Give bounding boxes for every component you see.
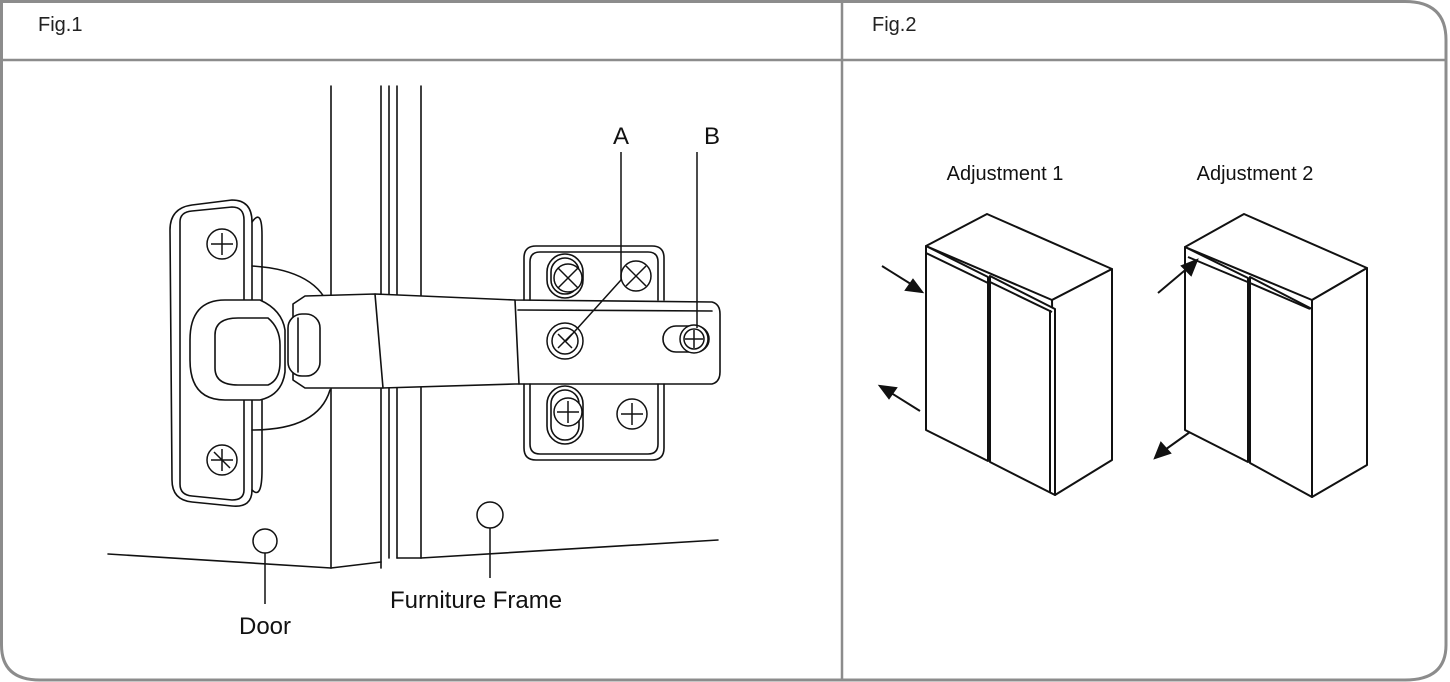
- cabinet-1: [925, 213, 1113, 496]
- arrow-up-icon: [1157, 265, 1191, 294]
- cabinet-2: [1184, 213, 1368, 498]
- screw-b-label: B: [704, 123, 720, 150]
- cross-screw-icon: [206, 228, 238, 260]
- fig2-title: Fig.2: [872, 14, 917, 36]
- fig1-title: Fig.1: [38, 14, 83, 36]
- x-screw-icon: [553, 263, 583, 293]
- cross-screw-icon: [553, 397, 583, 427]
- adjustment-1-label: Adjustment 1: [947, 163, 1064, 185]
- screw-a-label: A: [613, 123, 629, 150]
- cross-screw-icon: [616, 398, 648, 430]
- cabinet-2-arrows: [1153, 258, 1199, 460]
- adjustment-2-label: Adjustment 2: [1197, 163, 1314, 185]
- x-screw-icon: [620, 260, 652, 292]
- fig1-callouts: [252, 152, 698, 604]
- screw-b-icon: [679, 324, 709, 354]
- arrow-out-icon: [887, 390, 921, 412]
- arrow-in-icon: [881, 265, 915, 287]
- cabinet-1-arrows: [877, 265, 925, 412]
- frame-label: Furniture Frame: [390, 587, 562, 614]
- door-label: Door: [239, 613, 291, 640]
- fig1-hinge-drawing: [107, 85, 721, 569]
- cross-screw-icon: [206, 444, 238, 476]
